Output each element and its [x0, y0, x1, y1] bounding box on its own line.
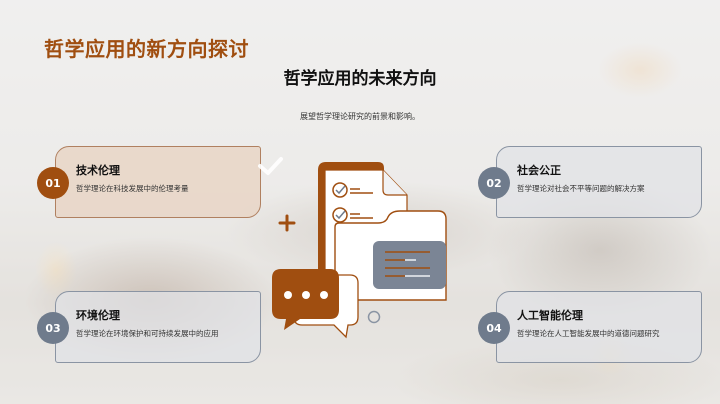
card-number-badge: 01: [37, 167, 69, 199]
section-description: 展望哲学理论研究的前景和影响。: [300, 112, 420, 121]
card-number-badge: 04: [478, 312, 510, 344]
card-tech-ethics: 01 技术伦理 哲学理论在科技发展中的伦理考量: [37, 146, 261, 218]
card-number-badge: 03: [37, 312, 69, 344]
central-illustration: [250, 145, 460, 345]
card-number-badge: 02: [478, 167, 510, 199]
page-title: 哲学应用的新方向探讨: [44, 37, 249, 61]
card-social-justice: 02 社会公正 哲学理论对社会不平等问题的解决方案: [478, 146, 702, 218]
card-title: 人工智能伦理: [517, 309, 583, 322]
circle-icon: [367, 310, 381, 324]
checkmark-icon: [258, 157, 283, 175]
card-description: 哲学理论对社会不平等问题的解决方案: [517, 184, 645, 193]
card-description: 哲学理论在科技发展中的伦理考量: [76, 184, 189, 193]
folder-icon: [334, 210, 447, 301]
section-heading: 哲学应用的未来方向: [283, 69, 437, 89]
card-description: 哲学理论在人工智能发展中的道德问题研究: [517, 329, 660, 338]
card-ai-ethics: 04 人工智能伦理 哲学理论在人工智能发展中的道德问题研究: [478, 291, 702, 363]
card-description: 哲学理论在环境保护和可持续发展中的应用: [76, 329, 219, 338]
chat-bubble-icon: [272, 269, 359, 339]
plus-icon: [278, 214, 296, 232]
card-environmental-ethics: 03 环境伦理 哲学理论在环境保护和可持续发展中的应用: [37, 291, 261, 363]
card-title: 社会公正: [517, 164, 561, 177]
card-title: 技术伦理: [76, 164, 120, 177]
card-title: 环境伦理: [76, 309, 120, 322]
